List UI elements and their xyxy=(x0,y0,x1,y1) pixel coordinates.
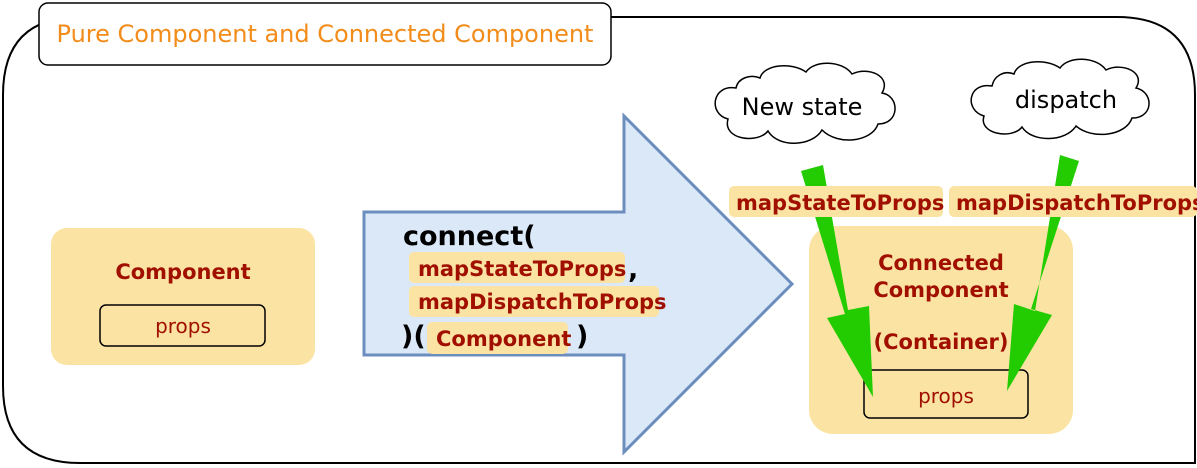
connect-comma: , xyxy=(628,254,638,285)
connect-open-text: connect( xyxy=(403,221,536,252)
pure-component-label: Component xyxy=(115,260,250,284)
dispatch-cloud xyxy=(970,58,1150,140)
connected-props-box xyxy=(863,369,1029,419)
dispatch-label: dispatch xyxy=(1015,86,1117,114)
connected-component-line3: (Container) xyxy=(874,330,1009,354)
map-state-label: mapStateToProps xyxy=(736,191,944,215)
pure-component-box xyxy=(51,228,315,365)
connect-close-open: )( xyxy=(401,321,426,352)
connect-arg1-box xyxy=(409,252,625,283)
page-title: Pure Component and Connected Component xyxy=(57,20,594,48)
pure-props-box xyxy=(99,304,266,347)
connect-arrow xyxy=(362,112,795,456)
map-state-label-box xyxy=(729,186,943,217)
connect-arg3-label: Component xyxy=(436,327,571,351)
connected-component-line2: Component xyxy=(873,278,1008,302)
connect-arg3-box xyxy=(427,322,568,354)
map-dispatch-label: mapDispatchToProps xyxy=(956,191,1197,215)
pure-props-label: props xyxy=(155,314,211,338)
new-state-label: New state xyxy=(742,93,863,121)
state-green-arrow xyxy=(801,165,873,397)
connect-arg2-label: mapDispatchToProps xyxy=(418,290,667,314)
title-box xyxy=(38,2,612,66)
connected-component-box xyxy=(809,226,1073,434)
connect-arg1-label: mapStateToProps xyxy=(418,257,626,281)
new-state-cloud xyxy=(714,62,896,144)
connect-arg2-box xyxy=(409,286,659,317)
connect-close: ) xyxy=(576,321,588,352)
connected-props-label: props xyxy=(918,384,974,408)
connected-component-line1: Connected xyxy=(878,251,1004,275)
map-dispatch-label-box xyxy=(949,186,1197,217)
